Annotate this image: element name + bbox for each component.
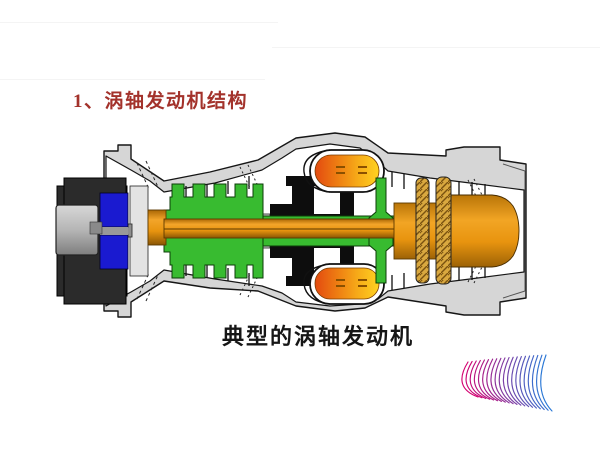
swoosh-line [506,356,522,406]
swoosh-line [502,356,518,405]
flame-top [314,154,380,188]
swoosh-line [477,359,495,401]
combustor [303,149,385,305]
diagram-caption: 典型的涡轴发动机 [221,324,414,349]
power-turbine-disks [415,176,452,285]
swoosh-logo [461,354,553,412]
swoosh-line [536,354,549,411]
bearing-top [99,192,129,228]
slide-title: 1、涡轴发动机结构 [73,91,249,112]
bearing-bottom [99,234,129,270]
swoosh-line [490,358,506,403]
combustor-dome-curl-top [303,149,331,193]
shaft-coupling-b [147,209,167,246]
gearbox-hub [100,227,128,235]
gearbox [55,177,129,305]
swoosh-line [511,356,526,407]
swoosh-line [519,355,534,408]
exhaust-nozzle-lines [502,163,526,299]
swoosh-line [486,358,502,402]
flame-bottom [314,267,380,300]
frame-strip [129,185,149,277]
swoosh-line [465,360,483,399]
power-turbine-disk-2 [435,176,452,285]
swoosh-line [515,355,530,408]
output-flange-notch [89,221,103,235]
swoosh-line [473,359,491,400]
swoosh-line [527,355,541,410]
swoosh-line [531,354,545,411]
faint-line-top [0,22,278,23]
swoosh-line [523,355,537,409]
gearbox-bearings [99,192,129,270]
swoosh-line [540,354,553,412]
swoosh-line [461,361,479,398]
swoosh-line [482,359,499,402]
faint-line-mid [272,47,600,48]
exhaust-cone [441,194,520,268]
power-turbine-disk-1 [415,177,430,284]
swoosh-line [494,357,510,404]
swoosh-line [498,357,514,405]
faint-line-low [0,79,265,80]
swoosh-line [469,360,487,400]
fuel-injector-marks [336,166,367,287]
